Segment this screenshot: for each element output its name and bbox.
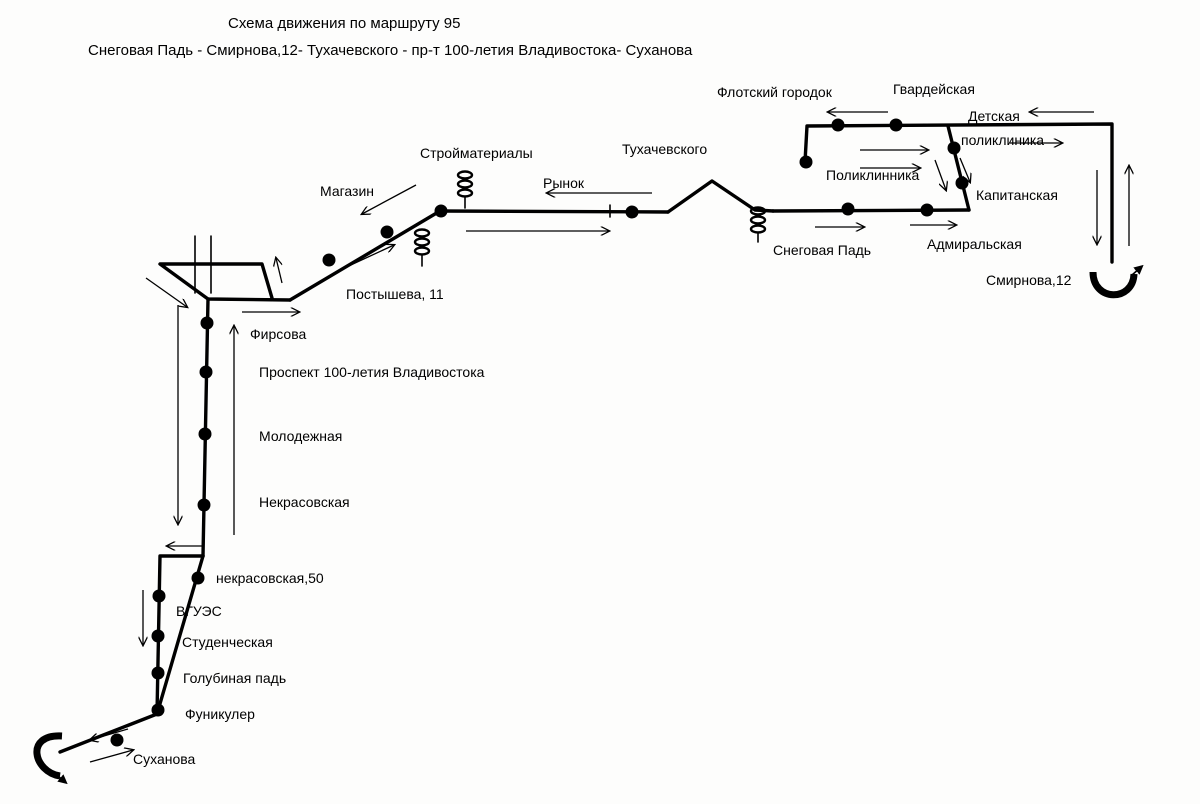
stop-dot	[199, 365, 213, 379]
tram-icon	[413, 228, 431, 267]
stop-label-funikuler: Фуникулер	[185, 706, 255, 722]
route-line-east-vertical	[946, 124, 971, 212]
stop-label-tukhachevskogo: Тухачевского	[622, 141, 708, 157]
stop-dot	[625, 205, 639, 219]
stop-label-sukhanova: Суханова	[133, 751, 196, 767]
stop-dot	[198, 427, 212, 441]
route-line-firsova-junction	[158, 262, 292, 302]
stop-label-nekrasovskaya50: некрасовская,50	[216, 570, 324, 586]
stop-dot	[152, 589, 166, 603]
stop-dot	[380, 225, 394, 239]
stop-dot	[151, 666, 165, 680]
firsova-thin-lines	[194, 235, 212, 294]
stop-dot	[799, 155, 813, 169]
route-subtitle: Снеговая Падь - Смирнова,12- Тухачевског…	[88, 42, 693, 59]
stop-label-detskaya: Детская	[968, 108, 1020, 124]
stop-dot	[191, 571, 205, 585]
stop-dots	[110, 118, 969, 747]
tram-symbols	[413, 170, 767, 267]
stop-label-molodezhnaya: Молодежная	[259, 428, 343, 444]
direction-arrows	[90, 112, 1129, 763]
route-line-southbound-west	[155, 554, 205, 716]
stop-dot	[322, 253, 336, 267]
stop-dot	[889, 118, 903, 132]
stop-dot	[200, 316, 214, 330]
stop-label-snegovaya: Снеговая Падь	[773, 242, 872, 258]
stop-label-kapitanskaya: Капитанская	[976, 187, 1058, 203]
stop-dot	[151, 703, 165, 717]
stop-label-golubinaya: Голубиная падь	[183, 670, 287, 686]
route-line-snegovaya	[771, 208, 971, 213]
stop-label-prospekt: Проспект 100-летия Владивостока	[259, 364, 485, 380]
stop-label-smirnova: Смирнова,12	[986, 272, 1072, 288]
stop-label-studencheskaya: Студенческая	[182, 634, 273, 650]
stop-label-vguees: ВГУЭС	[176, 603, 222, 619]
route-lines	[58, 122, 1114, 754]
route-line-right-loop	[803, 122, 1114, 264]
stop-label-poliklinnika: Поликлинника	[826, 167, 920, 183]
stop-label-gvardeiskaya: Гвардейская	[893, 81, 975, 97]
stop-dot	[947, 141, 961, 155]
stop-label-stroimaterialy: Стройматериалы	[420, 145, 533, 161]
turnaround-sukhanova	[33, 732, 68, 785]
stop-label-poliklinika-top: поликлиника	[961, 132, 1045, 148]
stop-label-postysheva: Постышева, 11	[346, 286, 444, 302]
route-line-sukhanova	[58, 712, 159, 754]
turnaround-smirnova	[1089, 264, 1144, 299]
route-line-prospekt	[201, 297, 210, 558]
stop-dot	[197, 498, 211, 512]
stop-dot	[110, 733, 124, 747]
stop-label-nekrasovskaya: Некрасовская	[259, 494, 350, 510]
stop-dot	[434, 204, 448, 218]
tram-icon	[749, 206, 767, 243]
stop-dot	[151, 629, 165, 643]
stop-dot	[831, 118, 845, 132]
stop-label-magazin: Магазин	[320, 183, 375, 199]
stop-dot	[920, 203, 934, 217]
stop-label-rynok: Рынок	[543, 175, 585, 191]
stop-label-firsova: Фирсова	[250, 326, 307, 342]
stop-label-flotsky: Флотский городок	[717, 84, 832, 100]
scheme-title: Схема движения по маршруту 95	[228, 15, 461, 32]
stop-dot	[955, 176, 969, 190]
stop-label-admiralskaya: Адмиральская	[927, 236, 1022, 252]
route-line-postysheva	[288, 209, 442, 302]
tram-icon	[456, 170, 474, 209]
stop-dot	[841, 202, 855, 216]
